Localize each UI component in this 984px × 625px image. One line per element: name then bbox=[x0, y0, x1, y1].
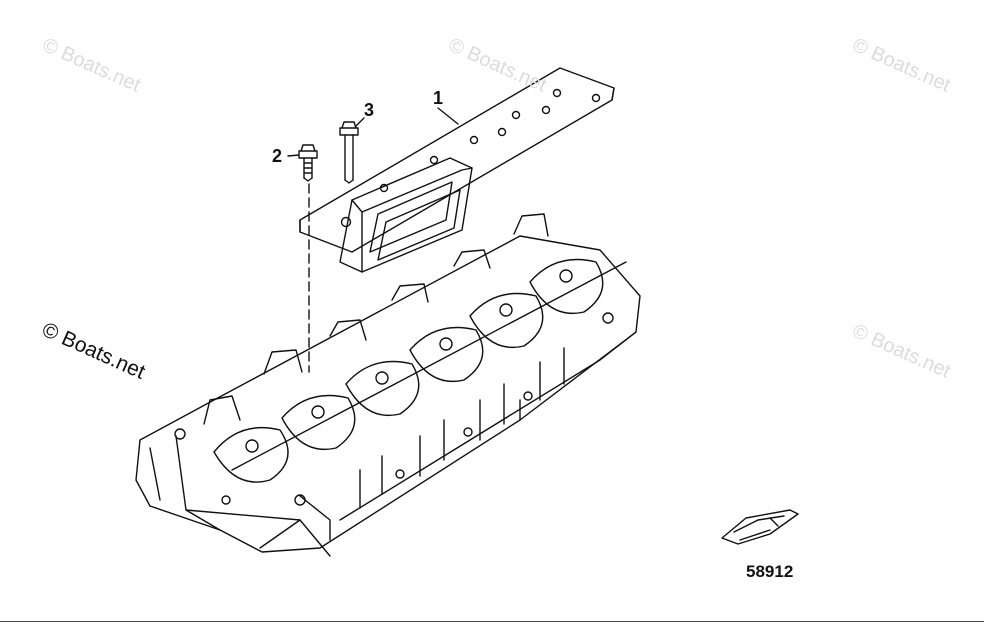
leader-line-2 bbox=[287, 154, 300, 157]
callout-part-3: 3 bbox=[364, 100, 375, 120]
engine-location-thumbnail bbox=[721, 509, 799, 545]
callout-part-1: 1 bbox=[433, 88, 444, 108]
diagram-reference-code: 58912 bbox=[746, 562, 794, 581]
bolt-part-2 bbox=[298, 144, 318, 182]
leader-line-3 bbox=[355, 117, 365, 127]
bolt-part-3 bbox=[339, 121, 359, 184]
cylinder-head-casting bbox=[135, 213, 641, 557]
bottom-border bbox=[0, 621, 984, 622]
leader-line-1 bbox=[437, 107, 459, 125]
manifold-flange-part bbox=[299, 67, 615, 273]
callout-part-2: 2 bbox=[272, 146, 283, 166]
